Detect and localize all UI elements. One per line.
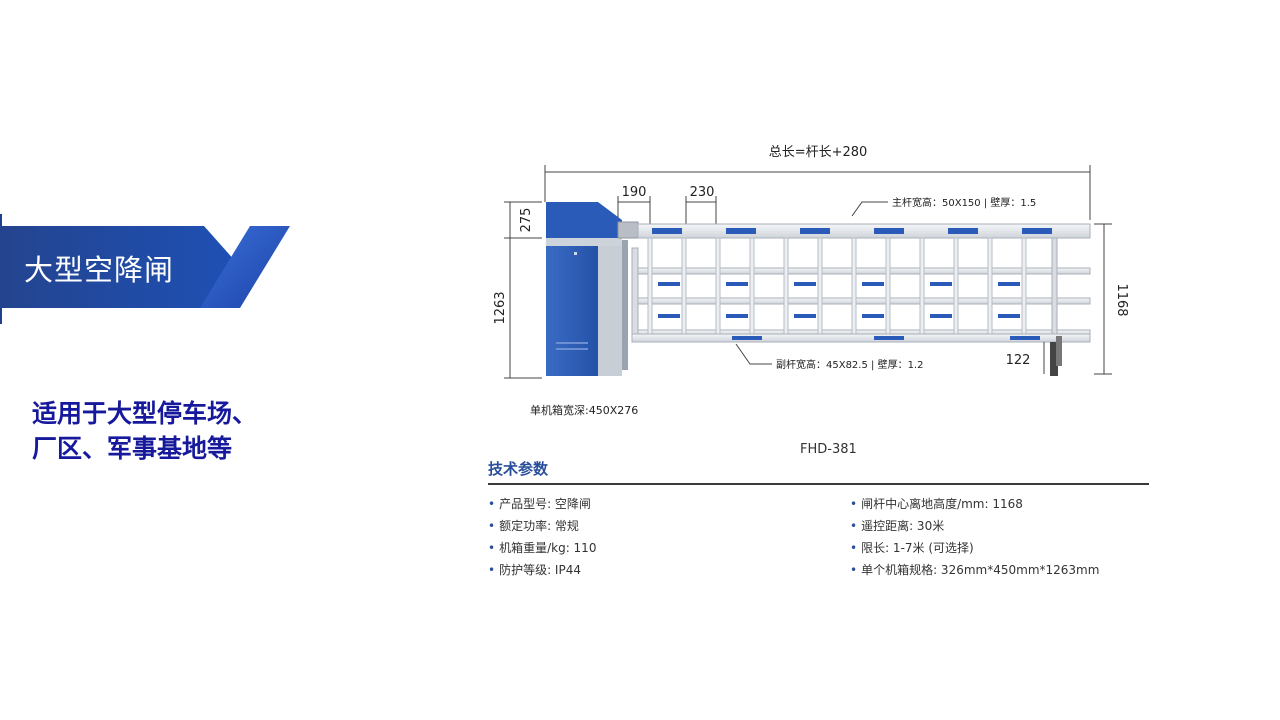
spec-item: •闸杆中心离地高度/mm: 1168 — [850, 497, 1023, 511]
bullet-icon: • — [850, 497, 858, 511]
spec-divider — [488, 483, 1149, 485]
spec-item: •遥控距离: 30米 — [850, 519, 945, 533]
subtitle-line-1: 适用于大型停车场、 — [32, 399, 258, 428]
page-title: 大型空降闸 — [24, 253, 175, 287]
total-length-label: 总长=杆长+280 — [769, 145, 868, 160]
bullet-icon: • — [850, 541, 858, 555]
dim-122-label: 122 — [1006, 353, 1031, 368]
spec-item: •额定功率: 常规 — [488, 519, 579, 533]
dim-1263-label: 1263 — [493, 291, 508, 324]
spec-item: •单个机箱规格: 326mm*450mm*1263mm — [850, 563, 1100, 577]
bullet-icon: • — [488, 497, 496, 511]
dim-275-label: 275 — [519, 208, 534, 233]
dim-190-label: 190 — [622, 185, 647, 200]
barrier-gate-diagram: 总长=杆长+280 190 230 275 1263 单机箱宽深:450X276 — [493, 145, 1129, 417]
spec-item: •防护等级: IP44 — [488, 563, 581, 577]
spec-item: •限长: 1-7米 (可选择) — [850, 541, 974, 555]
bullet-icon: • — [488, 563, 496, 577]
spec-item: •产品型号: 空降闸 — [488, 497, 591, 511]
spec-list-left: •产品型号: 空降闸 •额定功率: 常规 •机箱重量/kg: 110 •防护等级… — [488, 496, 596, 584]
sub-pole-spec-label: 副杆宽高：45X82.5 | 壁厚：1.2 — [776, 358, 923, 371]
bullet-icon: • — [488, 541, 496, 555]
spec-list-right: •闸杆中心离地高度/mm: 1168 •遥控距离: 30米 •限长: 1-7米 … — [850, 496, 1099, 584]
subtitle-line-2: 厂区、军事基地等 — [32, 434, 233, 463]
title-banner — [0, 226, 300, 308]
model-number: FHD-381 — [800, 442, 857, 457]
bullet-icon: • — [850, 563, 858, 577]
dim-1168-label: 1168 — [1114, 283, 1129, 316]
usage-subtitle: 适用于大型停车场、 厂区、军事基地等 — [32, 396, 332, 466]
gate-cabinet — [546, 202, 628, 376]
dim-230-label: 230 — [690, 185, 715, 200]
spec-item: •机箱重量/kg: 110 — [488, 541, 597, 555]
cabinet-size-label: 单机箱宽深:450X276 — [530, 403, 638, 417]
bullet-icon: • — [488, 519, 496, 533]
bullet-icon: • — [850, 519, 858, 533]
spec-section-title: 技术参数 — [488, 460, 549, 478]
main-pole-spec-label: 主杆宽高：50X150 | 壁厚：1.5 — [892, 196, 1036, 209]
